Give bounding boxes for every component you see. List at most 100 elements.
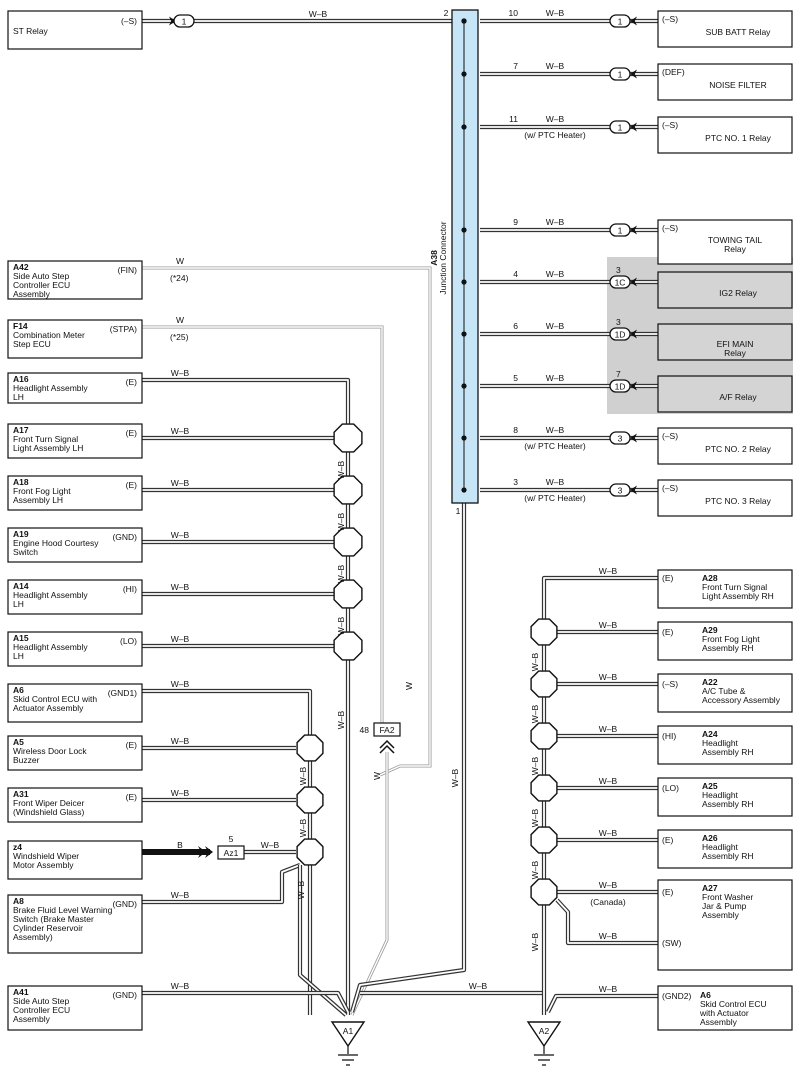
wire-label-trunk-3: W–B (336, 616, 346, 635)
wire-label-a16: W–B (171, 368, 190, 378)
relay-terminal-1: (DEF) (662, 67, 685, 77)
connector-az1-label: Az1 (224, 848, 239, 858)
device-line-9-0: Wireless Door Lock (13, 746, 87, 756)
device-line-5-1: Switch (13, 547, 38, 557)
device-box-f14-1 (7, 319, 143, 359)
relay-name-2: PTC NO. 1 Relay (705, 133, 771, 143)
device-box-a17-3 (7, 423, 143, 459)
device-terminal2-r-6: (SW) (662, 938, 682, 948)
relay-name-6: A/F Relay (719, 392, 757, 402)
device-id-r-1: A29 (702, 625, 718, 635)
relay-terminal-7: (–S) (662, 431, 678, 441)
device-id-r-2: A22 (702, 677, 718, 687)
connector-arrow-left (630, 277, 637, 287)
wire-label-left-3: W–B (171, 426, 190, 436)
device-id-1: F14 (13, 321, 28, 331)
device-box-a19-5 (7, 527, 143, 563)
device-box-r-4 (657, 777, 793, 817)
connector-st-relay-label: 1 (182, 16, 187, 26)
ground-a2-bars (534, 1054, 554, 1066)
device-line-12-0: Brake Fluid Level Warning (13, 905, 113, 915)
device-id-6: A14 (13, 581, 29, 591)
connector-relay-6-label: 1D (615, 381, 626, 391)
connector-relay-5 (609, 327, 631, 341)
wire-label-r-1: W–B (599, 620, 618, 630)
device-box-r-3 (657, 725, 793, 765)
device-box-a5-9 (7, 735, 143, 771)
relay-box-3 (657, 219, 793, 265)
wire-label-r-0: W–B (599, 566, 618, 576)
junction-pin-relay-6: 5 (513, 373, 518, 383)
wire-layer (142, 18, 658, 1017)
wire-label-trunk-1: W–B (336, 512, 346, 531)
device-line-r-1-1: Assembly RH (702, 643, 753, 653)
splice-left2-2 (296, 838, 324, 866)
splice-dot (461, 331, 467, 337)
device-line-r-3-0: Headlight (702, 738, 739, 748)
relay-box-6 (657, 375, 793, 413)
wire-label-relay-4: W–B (546, 269, 565, 279)
wire-label-left-9: W–B (171, 736, 190, 746)
splice-left-0 (333, 423, 363, 453)
connector-relay-1 (609, 67, 631, 81)
wire-label-rtrunk-3: W–B (530, 808, 540, 827)
wire-label-trunk2-1: W–B (298, 818, 308, 837)
device-terminal-10: (E) (126, 792, 138, 802)
wire-label-rtrunk-0: W–B (530, 652, 540, 671)
ground-a2-label: A2 (539, 1026, 550, 1036)
device-id-r-6: A27 (702, 883, 718, 893)
device-terminal-r-6: (E) (662, 887, 674, 897)
device-id-8: A6 (13, 685, 24, 695)
device-id-r-5: A26 (702, 833, 718, 843)
wire-label-trunk-2: W–B (336, 564, 346, 583)
wire-label-rtrunk-1: W–B (530, 704, 540, 723)
device-line-0-1: Controller ECU (13, 280, 70, 290)
device-id-5: A19 (13, 529, 29, 539)
device-line-8-1: Actuator Assembly (13, 703, 84, 713)
device-box-r-1 (657, 621, 793, 661)
wire-label-z4: B (177, 840, 183, 850)
relay-name-7: PTC NO. 2 Relay (705, 444, 771, 454)
wire-label-relay-1: W–B (546, 61, 565, 71)
wire-note-a42: (*24) (170, 273, 189, 283)
device-line-13-1: Controller ECU (13, 1005, 70, 1015)
connector-relay-8-label: 3 (618, 485, 623, 495)
device-id-11: z4 (13, 842, 22, 852)
wire-label-left-10: W–B (171, 788, 190, 798)
device-terminal-r-7: (GND2) (662, 991, 691, 1001)
wire-label-ground-link: W–B (469, 981, 488, 991)
relay-terminal-2: (–S) (662, 120, 678, 130)
connector-relay-4 (609, 275, 631, 289)
wire-label-a6: W–B (171, 679, 190, 689)
wire-label-r-sw: W–B (599, 931, 618, 941)
wire-label-relay-0: W–B (546, 8, 565, 18)
device-terminal-5: (GND) (112, 532, 137, 542)
connector-arrow-left (630, 69, 637, 79)
junction-pin-relay-8: 3 (513, 477, 518, 487)
connector-arrow-left (630, 329, 637, 339)
device-id-0: A42 (13, 262, 29, 272)
splice-dot (461, 383, 467, 389)
junction-pin-1: 1 (456, 506, 461, 516)
connector-az1 (217, 845, 245, 860)
wire-a8-down-inner (299, 865, 347, 1016)
connector-relay-5-label: 1D (615, 329, 626, 339)
device-line-12-2: Cylinder Reservoir (13, 923, 83, 933)
relay-terminal-8: (–S) (662, 483, 678, 493)
relay-box-0 (657, 10, 793, 48)
relay-terminal-3: (–S) (662, 223, 678, 233)
device-line-12-3: Assembly) (13, 932, 53, 942)
wire-cond-relay-7: (w/ PTC Heater) (524, 441, 586, 451)
wire-trunk-a16 (142, 377, 351, 1015)
wire-label-r-2: W–B (599, 672, 618, 682)
device-line-13-0: Side Auto Step (13, 996, 70, 1006)
junction-pin-relay-2: 11 (509, 114, 518, 124)
device-terminal-7: (LO) (120, 636, 137, 646)
device-line-5-0: Engine Hood Courtesy (13, 538, 99, 548)
device-terminal-12: (GND) (112, 899, 137, 909)
splice-right-0 (530, 618, 558, 646)
connector-fa2-label: FA2 (379, 725, 394, 735)
device-line-r-3-1: Assembly RH (702, 747, 753, 757)
splice-left2-0 (296, 734, 324, 762)
wire-label-r-4: W–B (599, 776, 618, 786)
